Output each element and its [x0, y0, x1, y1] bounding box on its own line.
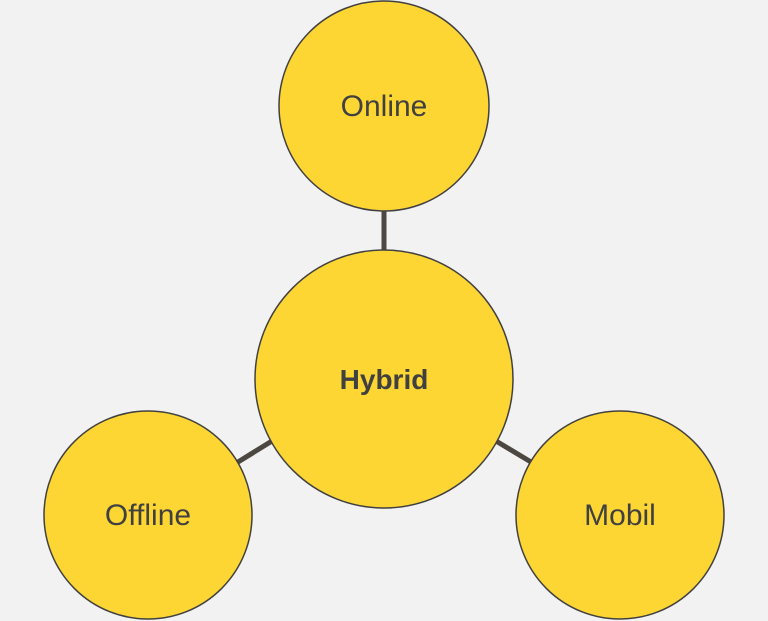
connector-left	[236, 438, 274, 465]
node-mobil-label: Mobil	[584, 499, 656, 532]
node-online-circle	[278, 0, 490, 212]
connector-right	[494, 438, 533, 465]
node-offline-circle	[43, 410, 253, 620]
node-hybrid-label: Hybrid	[340, 364, 429, 395]
node-mobil-circle	[515, 410, 725, 620]
node-offline: Offline	[43, 410, 253, 620]
node-mobil: Mobil	[515, 410, 725, 620]
node-hybrid-circle	[254, 249, 514, 509]
node-online-label: Online	[341, 90, 428, 123]
node-offline-label: Offline	[105, 499, 191, 532]
node-online: Online	[278, 0, 490, 212]
node-hybrid: Hybrid	[254, 249, 514, 509]
